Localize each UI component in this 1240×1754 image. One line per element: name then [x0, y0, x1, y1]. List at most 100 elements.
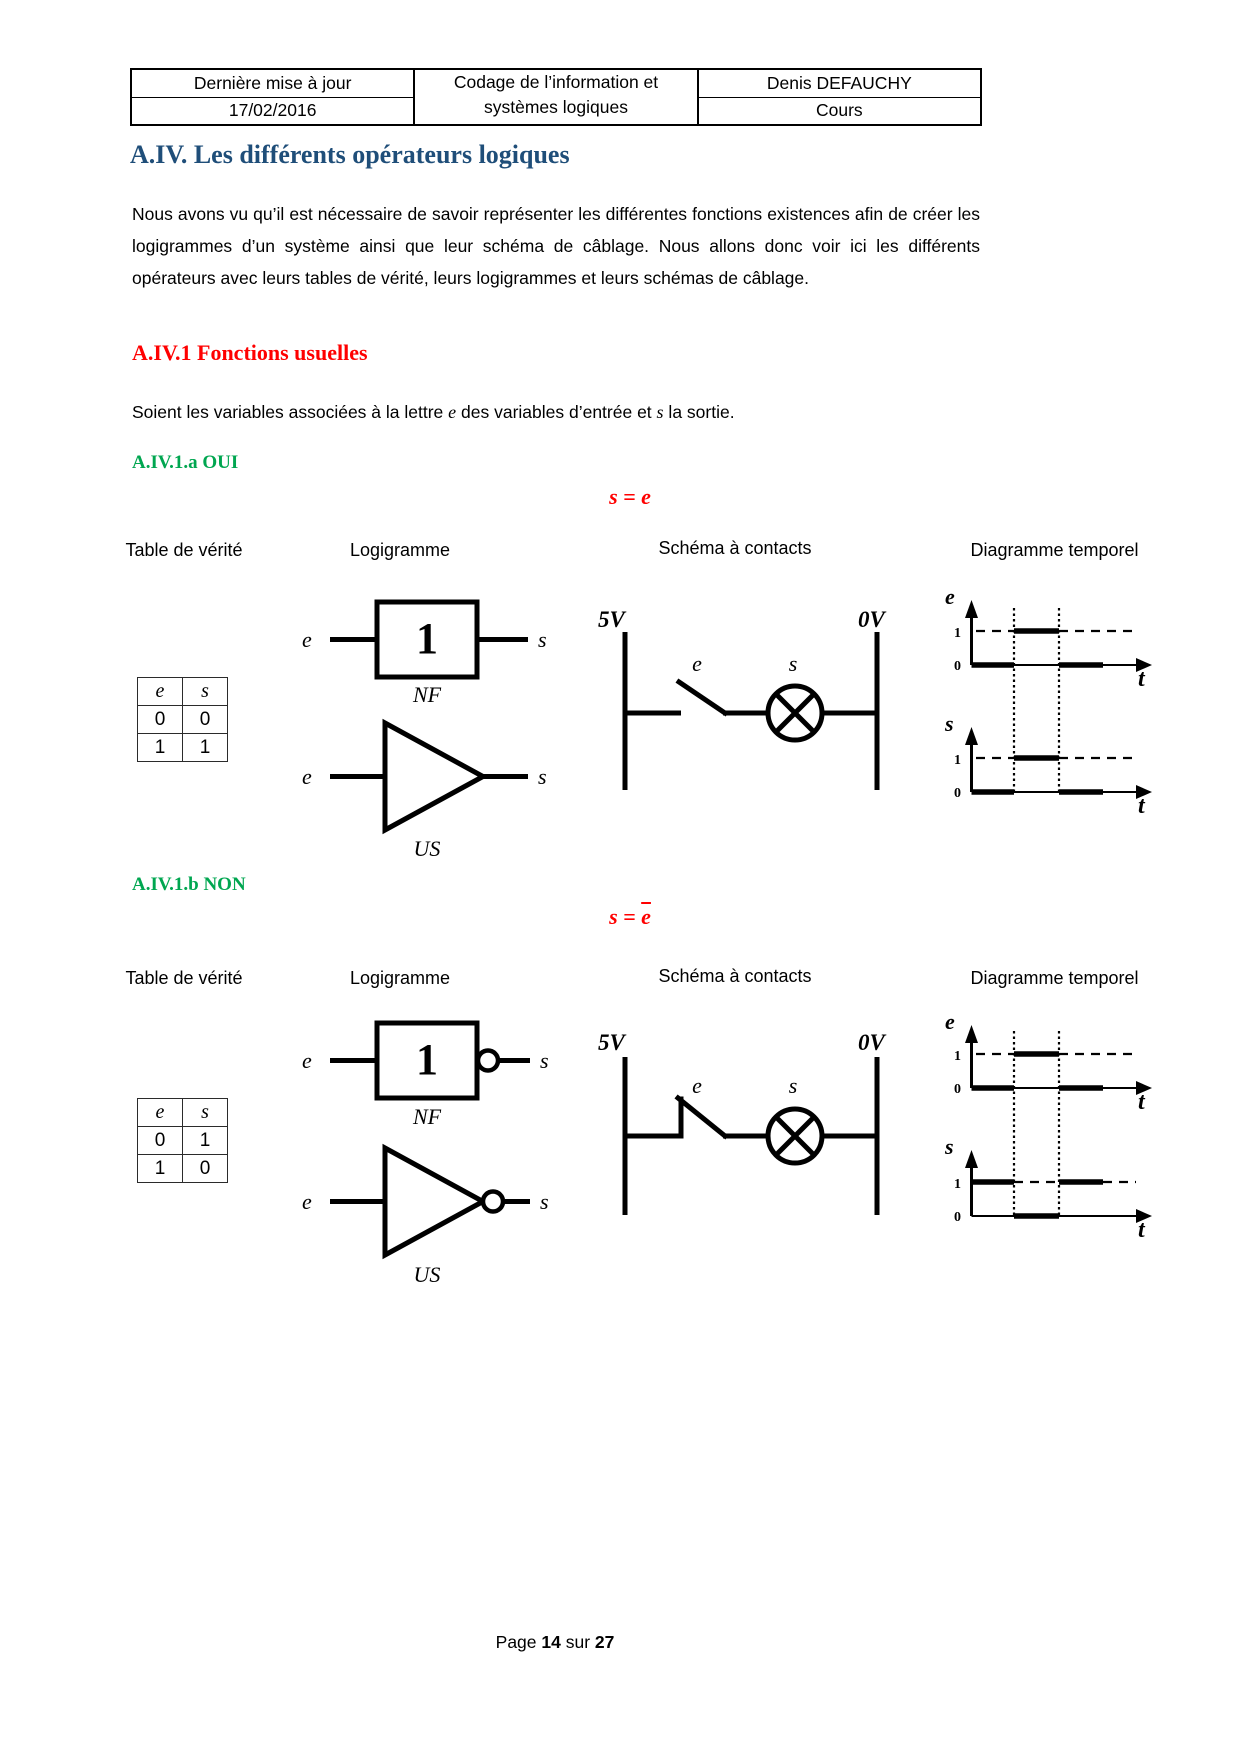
col-header-contacts: Schéma à contacts: [658, 538, 812, 558]
non-formula: s = e: [180, 904, 1080, 930]
header-author: Denis DEFAUCHY: [698, 70, 980, 98]
truth-header-s: s: [182, 677, 228, 706]
table-row: e s: [137, 1098, 228, 1127]
lamp-label-s: s: [789, 651, 798, 676]
lamp-label-s: s: [789, 1073, 798, 1098]
truth-header-s: s: [182, 1098, 228, 1127]
table-row: 0 1: [137, 1126, 228, 1155]
table-row: 1 1: [137, 733, 228, 762]
soient-sentence: Soient les variables associées à la lett…: [132, 402, 992, 423]
axis-arrow-right-icon: [1136, 658, 1152, 672]
output-label-s: s: [538, 627, 547, 652]
truth-header-e: e: [137, 677, 183, 706]
rail-0v-label: 0V: [858, 1030, 887, 1055]
header-col-updated: Dernière mise à jour 17/02/2016: [132, 70, 414, 124]
header-col-course: Codage de l’information et systèmes logi…: [413, 70, 696, 124]
truth-cell: 1: [137, 733, 183, 762]
var-e: e: [448, 402, 457, 422]
axis-arrow-up-icon: [965, 1150, 978, 1168]
lamp-cross: [774, 1115, 816, 1157]
tick-1: 1: [954, 1049, 961, 1064]
axis-arrow-up-icon: [965, 727, 978, 745]
non-contacts-diagram: 5V 0V e s: [598, 1030, 887, 1215]
nf-label: NF: [412, 682, 442, 707]
tick-0: 0: [954, 1210, 961, 1225]
output-label-s: s: [540, 1189, 549, 1214]
tick-1: 1: [954, 626, 961, 641]
table-row: 0 0: [137, 705, 228, 734]
input-label-e: e: [302, 1048, 312, 1073]
oui-formula-rhs: e: [641, 484, 651, 509]
header-course-title: Codage de l’information et systèmes logi…: [415, 70, 696, 121]
t-axis-label: t: [1138, 1217, 1146, 1243]
signal-label-s: s: [944, 1134, 954, 1159]
inverter-bubble: [475, 1048, 501, 1073]
soient-post: la sortie.: [663, 402, 735, 422]
non-formula-lhs: s: [609, 904, 618, 929]
gate-symbol-1: 1: [416, 1035, 438, 1084]
equals-sign: =: [623, 904, 636, 929]
buffer-triangle: [382, 718, 489, 835]
soient-mid: des variables d’entrée et: [456, 402, 657, 422]
non-heading: A.IV.1.b NON: [132, 874, 246, 895]
header-course-line1: Codage de l’information et: [453, 72, 659, 92]
table-row: e s: [137, 677, 228, 706]
contact-label-e: e: [692, 651, 702, 676]
axis-arrow-right-icon: [1136, 1081, 1152, 1095]
gate-symbol-1: 1: [416, 614, 438, 663]
header-table: Dernière mise à jour 17/02/2016 Codage d…: [130, 68, 982, 126]
intro-paragraph: Nous avons vu qu’il est nécessaire de sa…: [132, 204, 980, 288]
oui-timing-diagram: e t 1 0 s t 1 0: [944, 584, 1152, 819]
truth-cell: 0: [137, 1126, 183, 1155]
inverter-triangle: [382, 1143, 489, 1260]
footer-total-pages: 27: [594, 1632, 615, 1652]
t-axis-label: t: [1138, 666, 1146, 692]
gate-box: [374, 1020, 480, 1101]
col-header-logigramme: Logigramme: [349, 968, 451, 988]
truth-header-e: e: [137, 1098, 183, 1127]
oui-contacts-diagram: 5V 0V e s: [598, 607, 887, 790]
page-footer: Page 14 sur 27: [130, 1632, 980, 1653]
footer-sep: sur: [560, 1632, 595, 1652]
truth-cell: 0: [137, 705, 183, 734]
non-timing-diagram: e t 1 0 s t 1 0: [944, 1009, 1152, 1243]
tick-1: 1: [954, 1177, 961, 1192]
us-label: US: [414, 836, 441, 861]
col-header-logigramme: Logigramme: [349, 540, 451, 560]
header-course-line2: systèmes logiques: [484, 97, 628, 118]
inverter-bubble: [480, 1189, 506, 1214]
non-logigramme-diagram: 1 e s NF e s US: [302, 1020, 549, 1287]
truth-cell: 0: [182, 1154, 228, 1183]
rail-0v-label: 0V: [858, 607, 887, 632]
header-updated-label: Dernière mise à jour: [132, 70, 414, 98]
t-axis-label: t: [1138, 1089, 1146, 1115]
signal-label-e: e: [945, 584, 955, 609]
equals-sign: =: [623, 484, 636, 509]
soient-pre: Soient les variables associées à la lett…: [132, 402, 449, 422]
signal-label-s: s: [944, 711, 954, 736]
truth-cell: 1: [182, 733, 228, 762]
truth-cell: 1: [182, 1126, 228, 1155]
tick-0: 0: [954, 659, 961, 674]
rail-5v-label: 5V: [598, 1030, 627, 1055]
oui-truth-table: e s 0 0 1 1: [137, 677, 228, 762]
nf-label: NF: [412, 1104, 442, 1129]
header-col-author: Denis DEFAUCHY Cours: [696, 70, 980, 124]
input-label-e: e: [302, 764, 312, 789]
non-formula-rhs-overline: e: [641, 904, 651, 929]
contact-blade-open: [675, 678, 729, 717]
tick-0: 0: [954, 786, 961, 801]
axis-arrow-up-icon: [965, 600, 978, 618]
t-axis-label: t: [1138, 793, 1146, 819]
axis-arrow-up-icon: [965, 1025, 978, 1043]
header-doc-type: Cours: [815, 100, 863, 121]
rail-5v-label: 5V: [598, 607, 627, 632]
signal-label-e: e: [945, 1009, 955, 1034]
tick-1: 1: [954, 753, 961, 768]
oui-formula-lhs: s: [609, 484, 618, 509]
col-header-timing: Diagramme temporel: [970, 968, 1139, 988]
section1-heading: A.IV.1 Fonctions usuelles: [132, 340, 368, 365]
truth-cell: 0: [182, 705, 228, 734]
axis-arrow-right-icon: [1136, 785, 1152, 799]
